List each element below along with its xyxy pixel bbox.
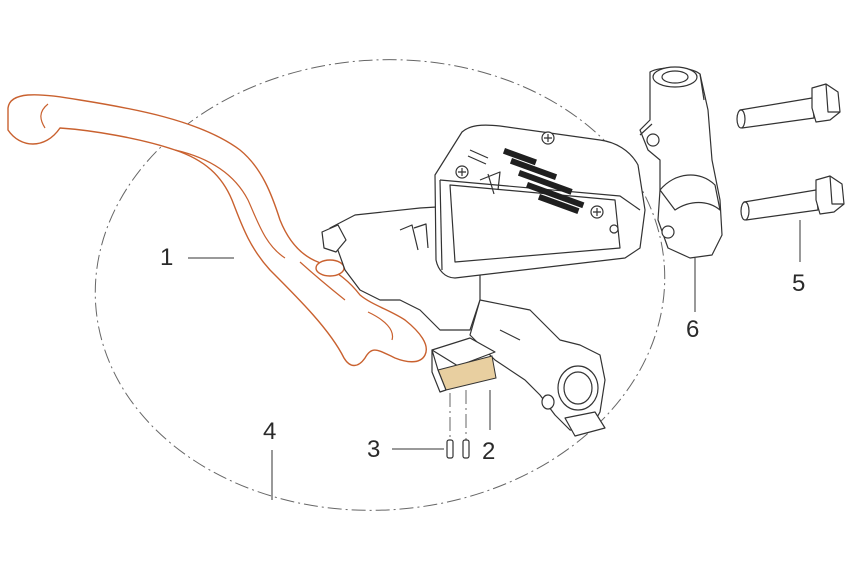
clamp-bracket-part <box>639 66 723 259</box>
bolts-part <box>736 83 845 221</box>
callout-1: 1 <box>160 244 174 271</box>
brake-switch-part <box>431 337 497 393</box>
callout-6: 6 <box>686 316 700 343</box>
master-cylinder-body <box>321 124 646 437</box>
leader-lines <box>188 220 801 500</box>
lever-part <box>7 94 427 367</box>
callout-2: 2 <box>482 438 496 465</box>
assembly-boundary-ellipse <box>94 59 666 511</box>
cap-logo-mark <box>467 149 501 195</box>
callout-5: 5 <box>792 270 806 297</box>
small-screws-part <box>446 390 470 459</box>
callout-3: 3 <box>367 436 381 463</box>
callout-4: 4 <box>263 418 277 445</box>
cap-text-block <box>502 147 585 215</box>
